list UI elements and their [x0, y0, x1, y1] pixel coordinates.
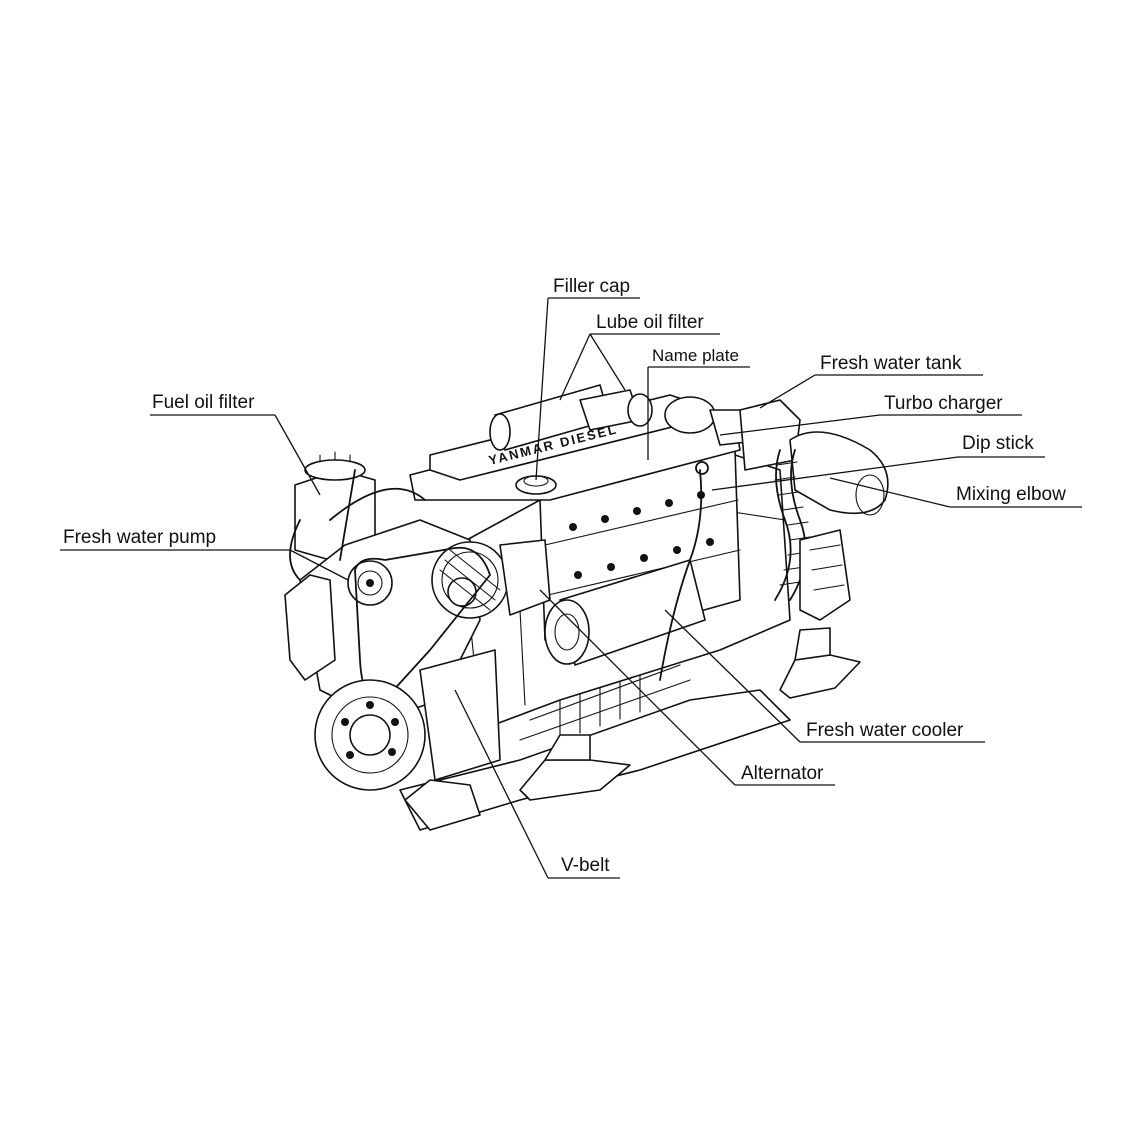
label-mixing-elbow: Mixing elbow [956, 484, 1066, 505]
label-dip-stick: Dip stick [962, 433, 1034, 454]
label-v-belt: V-belt [561, 855, 610, 876]
label-turbo-charger: Turbo charger [884, 393, 1003, 414]
mount-front-left [404, 779, 481, 831]
label-name-plate: Name plate [652, 346, 739, 365]
label-fuel-oil-filter: Fuel oil filter [152, 392, 255, 413]
label-fresh-water-pump: Fresh water pump [63, 527, 216, 548]
leader-lines [60, 297, 1082, 879]
label-fresh-water-cooler: Fresh water cooler [806, 720, 964, 741]
label-alternator: Alternator [741, 763, 824, 784]
label-lube-oil-filter: Lube oil filter [596, 312, 704, 333]
label-filler-cap: Filler cap [553, 276, 630, 297]
label-fresh-water-tank: Fresh water tank [820, 353, 962, 374]
turbo-part [664, 396, 716, 434]
callout-labels: Filler cap Lube oil filter Name plate Fr… [63, 276, 1066, 876]
mount-rear-right [779, 654, 861, 699]
engine-illustration: YANMAR DIESEL [284, 384, 889, 831]
